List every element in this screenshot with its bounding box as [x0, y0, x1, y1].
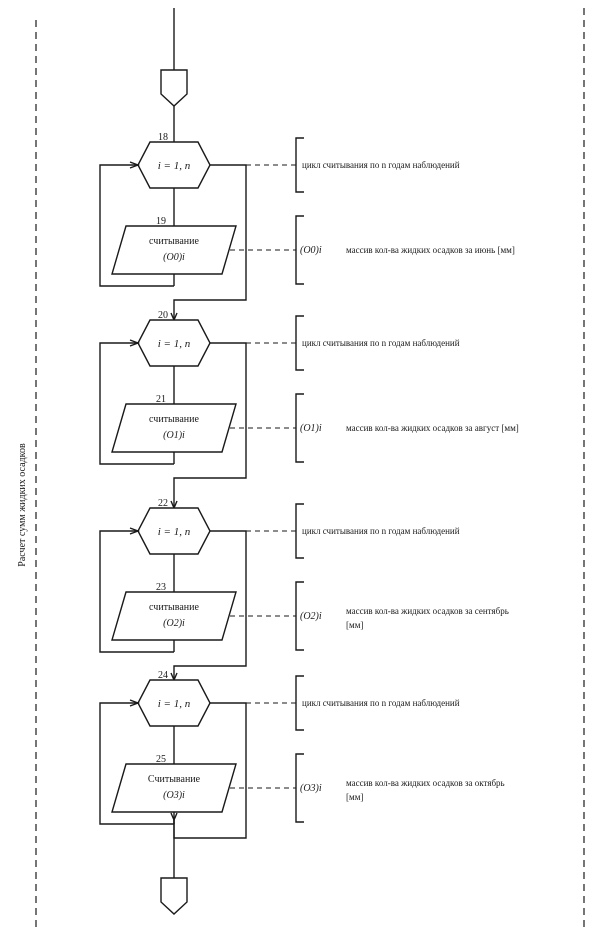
entry-connector [160, 69, 188, 107]
input-variable: (O2)i [163, 618, 185, 629]
loop-number: 24 [158, 670, 168, 681]
input-parallelogram [111, 763, 237, 813]
loop-arrow [129, 161, 140, 169]
input-number: 25 [156, 754, 166, 765]
loop-back-line [99, 342, 174, 465]
loop-back-line [99, 164, 174, 287]
loop-exit-line [173, 530, 247, 680]
variable-symbol: (O0)i [300, 245, 322, 256]
input-parallelogram [111, 591, 237, 641]
loop-arrow [129, 339, 140, 347]
loop-number: 20 [158, 310, 168, 321]
input-label: считывание [149, 236, 199, 247]
variable-comment: массив кол-ва жидких осадков за июнь [мм… [346, 245, 515, 255]
blocks-layer: 18 i = 1, n 19 считывание (O0)i цикл считыван… [99, 132, 519, 839]
input-number: 23 [156, 582, 166, 593]
exit-arrow [170, 812, 178, 822]
loop-arrow [129, 699, 140, 707]
variable-symbol: (O3)i [300, 783, 322, 794]
input-parallelogram [111, 225, 237, 275]
comment-bracket [295, 503, 304, 559]
variable-symbol: (O1)i [300, 423, 322, 434]
input-variable: (O3)i [163, 790, 185, 801]
input-label: считывание [149, 602, 199, 613]
loop-condition: i = 1, n [158, 526, 191, 538]
side-label: Расчет сумм жидких осадков [17, 443, 28, 567]
loop-exit-line [173, 342, 247, 508]
comment-bracket [295, 393, 304, 463]
loop-exit-line [173, 702, 247, 839]
comment-bracket [295, 215, 304, 285]
loop-condition: i = 1, n [158, 338, 191, 350]
variable-symbol: (O2)i [300, 611, 322, 622]
loop-exit-line [173, 164, 247, 320]
input-number: 21 [156, 394, 166, 405]
exit-connector [160, 877, 188, 915]
loop-back-line [99, 530, 174, 653]
loop-condition: i = 1, n [158, 698, 191, 710]
input-variable: (O1)i [163, 430, 185, 441]
variable-comment: массив кол-ва жидких осадков за август [… [346, 423, 519, 433]
input-number: 19 [156, 216, 166, 227]
input-variable: (O0)i [163, 252, 185, 263]
input-label: Считывание [148, 774, 201, 785]
loop-comment: цикл считывания по n годам наблюдений [302, 338, 460, 348]
input-label: считывание [149, 414, 199, 425]
comment-bracket [295, 675, 304, 731]
loop-condition: i = 1, n [158, 160, 191, 172]
loop-arrow [129, 527, 140, 535]
loop-number: 18 [158, 132, 168, 143]
loop-comment: цикл считывания по n годам наблюдений [302, 160, 460, 170]
variable-comment-units: [мм] [346, 620, 363, 630]
comment-bracket [295, 137, 304, 193]
comment-bracket [295, 753, 304, 823]
loop-number: 22 [158, 498, 168, 509]
loop-comment: цикл считывания по n годам наблюдений [302, 698, 460, 708]
comment-bracket [295, 581, 304, 651]
comment-bracket [295, 315, 304, 371]
variable-comment: массив кол-ва жидких осадков за сентябрь [346, 606, 509, 616]
loop-comment: цикл считывания по n годам наблюдений [302, 526, 460, 536]
variable-comment-units: [мм] [346, 792, 363, 802]
input-parallelogram [111, 403, 237, 453]
variable-comment: массив кол-ва жидких осадков за октябрь [346, 778, 505, 788]
loop-back-line [99, 702, 174, 825]
